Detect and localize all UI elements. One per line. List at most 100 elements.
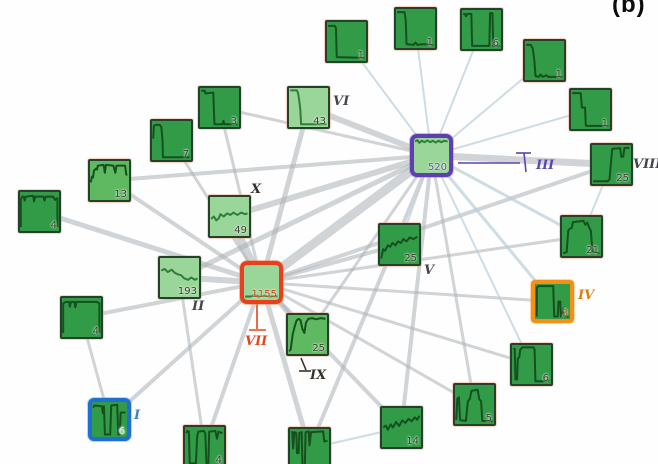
node-sparkline bbox=[20, 192, 59, 231]
network-edge bbox=[259, 162, 614, 285]
node-value: 7 bbox=[182, 149, 189, 160]
node-sparkline bbox=[290, 429, 329, 464]
node-value: 43 bbox=[313, 116, 326, 127]
network-edge bbox=[107, 280, 264, 422]
network-edge bbox=[178, 276, 206, 448]
roman-label-VII: VII bbox=[245, 334, 268, 349]
network-edge bbox=[259, 280, 312, 451]
network-edge bbox=[428, 152, 615, 168]
node-sparkline bbox=[244, 265, 279, 300]
node-sparkline bbox=[382, 408, 421, 447]
graph-node-n25ix: 25 bbox=[286, 313, 329, 356]
graph-node-n520: 520 bbox=[410, 134, 453, 177]
node-value: 6 bbox=[118, 426, 125, 437]
node-value: 6 bbox=[542, 373, 549, 384]
graph-node-n43: 43 bbox=[287, 86, 330, 129]
node-sparkline bbox=[396, 9, 435, 48]
network-edge bbox=[430, 108, 592, 157]
graph-node-n6a: 6 bbox=[460, 8, 503, 51]
graph-node-n1b: 1 bbox=[394, 7, 437, 50]
node-value: 1 bbox=[555, 69, 562, 80]
node-value: 3 bbox=[230, 116, 237, 127]
network-edge bbox=[260, 281, 476, 406]
figure-label: (b) bbox=[612, 0, 646, 18]
graph-node-n4c: 4 bbox=[60, 296, 103, 339]
node-sparkline bbox=[160, 258, 199, 297]
node-sparkline bbox=[380, 225, 419, 264]
graph-node-n25v: 25 bbox=[378, 223, 421, 266]
roman-label-IX: IX bbox=[310, 368, 327, 383]
node-sparkline bbox=[414, 138, 449, 173]
network-edge bbox=[202, 280, 264, 449]
node-sparkline bbox=[525, 41, 564, 80]
graph-node-n14: 14 bbox=[380, 406, 423, 449]
network-edge bbox=[37, 209, 264, 285]
graph-node-n1a: 1 bbox=[325, 20, 368, 63]
node-sparkline bbox=[512, 345, 551, 384]
node-sparkline bbox=[535, 284, 570, 319]
node-value: 25 bbox=[616, 173, 629, 184]
graph-node-n4a: 4 bbox=[18, 190, 61, 233]
label-connector-III bbox=[523, 152, 527, 173]
network-edge bbox=[399, 153, 434, 430]
node-value: 4 bbox=[50, 220, 57, 231]
node-value: 1 bbox=[357, 50, 364, 61]
node-sparkline bbox=[455, 385, 494, 424]
roman-label-X: X bbox=[251, 182, 262, 197]
node-sparkline bbox=[289, 88, 328, 127]
label-connector-IX bbox=[300, 357, 307, 371]
node-value: 4 bbox=[215, 455, 222, 464]
node-value: 4 bbox=[92, 326, 99, 337]
node-value: 49 bbox=[234, 225, 247, 236]
node-value: 25 bbox=[404, 253, 417, 264]
node-value: 5 bbox=[485, 413, 492, 424]
network-edge bbox=[107, 153, 434, 183]
node-value: 1 bbox=[601, 118, 608, 129]
node-sparkline bbox=[152, 121, 191, 160]
node-sparkline bbox=[562, 217, 601, 256]
graph-node-n5: 5 bbox=[453, 383, 496, 426]
node-sparkline bbox=[200, 88, 239, 127]
node-sparkline bbox=[327, 22, 366, 61]
node-sparkline bbox=[185, 427, 224, 464]
graph-node-n7: 7 bbox=[150, 119, 193, 162]
node-sparkline bbox=[210, 197, 249, 236]
node-value: 14 bbox=[406, 436, 419, 447]
graph-node-n21: 21 bbox=[560, 215, 603, 258]
network-edge bbox=[79, 280, 264, 320]
roman-label-II: II bbox=[192, 299, 205, 314]
graph-node-n3: 3 bbox=[198, 86, 241, 129]
roman-label-VI: VI bbox=[333, 94, 350, 109]
network-edge bbox=[107, 178, 264, 285]
node-value: 1 bbox=[426, 37, 433, 48]
node-sparkline bbox=[462, 10, 501, 49]
node-sparkline bbox=[92, 402, 127, 437]
network-edge bbox=[307, 153, 434, 451]
network-edge bbox=[430, 154, 476, 406]
network-edge bbox=[430, 154, 533, 366]
graph-node-n1d: 1 bbox=[569, 88, 612, 131]
network-edge bbox=[226, 152, 435, 220]
graph-node-n4b: 4 bbox=[183, 425, 226, 464]
graph-node-nq bbox=[288, 427, 331, 464]
node-value: 520 bbox=[427, 162, 447, 173]
node-sparkline bbox=[62, 298, 101, 337]
graph-node-n3iv: 3 bbox=[531, 280, 574, 323]
graph-node-n1155: 1155 bbox=[240, 261, 283, 304]
graph-node-n6i: 6 bbox=[88, 398, 131, 441]
graph-node-n13: 13 bbox=[88, 159, 131, 202]
node-value: 1155 bbox=[251, 289, 277, 300]
network-edge bbox=[430, 154, 583, 238]
roman-label-I: I bbox=[134, 408, 141, 423]
network-edge bbox=[218, 106, 433, 157]
node-sparkline bbox=[288, 315, 327, 354]
roman-label-III: III bbox=[536, 158, 555, 173]
roman-label-V: V bbox=[424, 263, 435, 278]
network-edge bbox=[177, 153, 434, 280]
graph-node-n193: 193 bbox=[158, 256, 201, 299]
graph-node-n1c: 1 bbox=[523, 39, 566, 82]
network-edge bbox=[259, 105, 311, 285]
network-edge bbox=[260, 281, 533, 366]
